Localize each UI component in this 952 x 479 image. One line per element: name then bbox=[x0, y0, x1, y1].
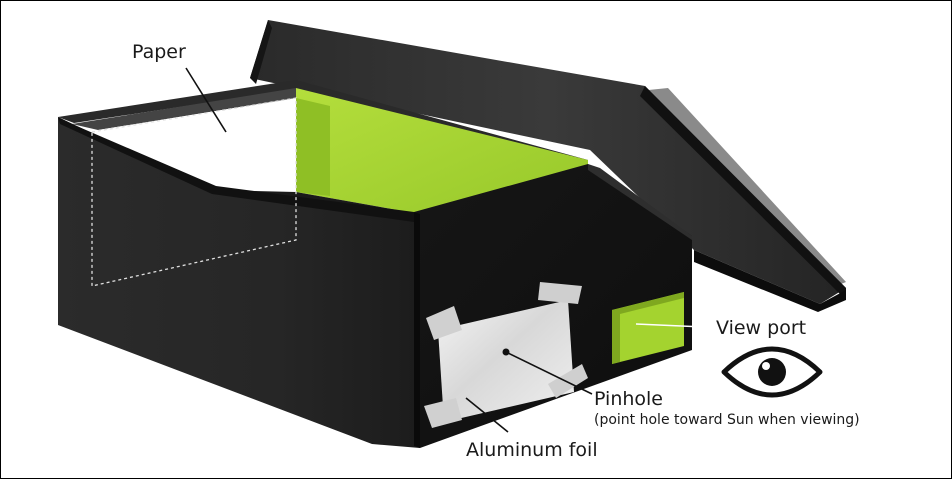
lid-edge-right bbox=[640, 86, 846, 300]
label-aluminum-foil: Aluminum foil bbox=[466, 439, 598, 461]
view-port-leader-line bbox=[635, 323, 705, 328]
foil-leader-line bbox=[465, 397, 509, 433]
view-port-shade bbox=[612, 292, 684, 364]
box-back-rim bbox=[58, 80, 588, 168]
tape-bottom-left bbox=[424, 398, 462, 428]
box-side-rim bbox=[588, 164, 692, 240]
inner-green-wall bbox=[296, 88, 588, 214]
label-paper: Paper bbox=[132, 41, 186, 63]
tape-top-left bbox=[426, 306, 462, 340]
label-view-port: View port bbox=[716, 317, 806, 339]
lid-edge-front bbox=[694, 250, 846, 312]
shoebox bbox=[58, 80, 692, 448]
lid-top bbox=[250, 20, 846, 304]
lid-edge-left bbox=[250, 20, 272, 84]
box-corner-edge bbox=[414, 212, 420, 448]
inner-green-shade bbox=[296, 98, 330, 196]
paper-leader-line bbox=[185, 67, 227, 133]
aluminum-foil-patch bbox=[424, 282, 588, 428]
eye-icon bbox=[721, 346, 823, 398]
box-front-face bbox=[58, 117, 420, 448]
foil-sheet bbox=[438, 300, 574, 422]
pinhole-leader-line bbox=[505, 351, 593, 395]
label-pinhole: Pinhole bbox=[594, 388, 663, 410]
inner-wall-shadow bbox=[72, 88, 296, 130]
paper-outline-dashed bbox=[91, 97, 297, 287]
box-front-rim bbox=[58, 117, 420, 222]
paper-sheet bbox=[98, 98, 296, 192]
tape-top-right bbox=[538, 282, 582, 304]
tape-bottom-right bbox=[548, 364, 588, 398]
shoebox-lid bbox=[250, 20, 846, 312]
label-pinhole-note: (point hole toward Sun when viewing) bbox=[594, 412, 860, 428]
